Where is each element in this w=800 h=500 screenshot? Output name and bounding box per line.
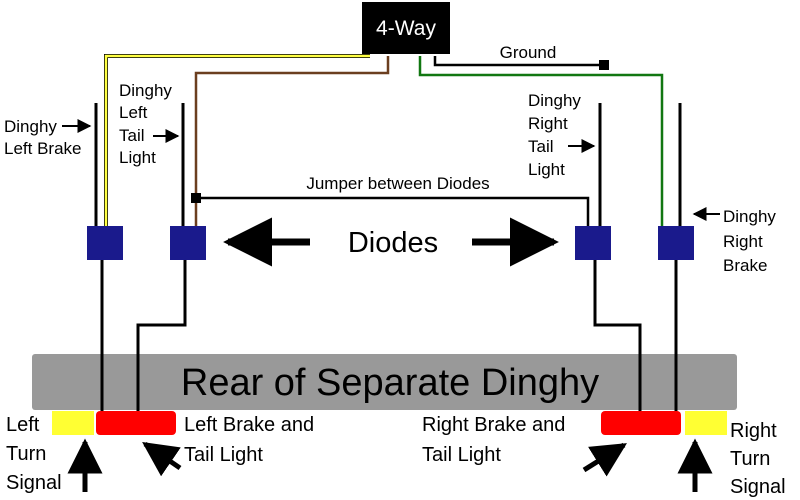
diode <box>575 226 611 260</box>
four-way-label: 4-Way <box>376 17 436 40</box>
arrow-icon <box>582 442 627 477</box>
arrow-icon <box>142 441 182 477</box>
right-brake-tail-label: Right Brake and Tail Light <box>422 414 571 466</box>
left-brake-lamp <box>96 411 176 435</box>
green-wire <box>418 56 664 242</box>
four-way-box <box>362 2 450 54</box>
diodes-label: Diodes <box>348 227 438 259</box>
right-turn-lamp <box>685 411 727 435</box>
left-turn-label: Left Turn Signal <box>6 414 62 494</box>
diode <box>87 226 123 260</box>
dinghy-left-brake-label: Dinghy Left Brake <box>4 117 82 158</box>
dinghy-right-brake-label: Dinghy Right Brake <box>723 207 781 275</box>
ground-terminal <box>599 60 609 70</box>
diode <box>170 226 206 260</box>
ground-wire <box>433 56 604 67</box>
left-brake-tail-label: Left Brake and Tail Light <box>184 414 320 466</box>
dinghy-right-tail-label: Dinghy Right Tail Light <box>528 91 586 179</box>
jumper-label: Jumper between Diodes <box>306 174 489 193</box>
left-turn-lamp <box>52 411 94 435</box>
dinghy-left-tail-label: Dinghy Left Tail Light <box>119 81 177 167</box>
rear-bar <box>32 354 737 410</box>
diode <box>658 226 694 260</box>
jumper-terminal <box>191 193 201 203</box>
right-brake-lamp <box>601 411 681 435</box>
right-turn-label: Right Turn Signal <box>730 420 786 498</box>
rear-bar-label: Rear of Separate Dinghy <box>181 362 599 404</box>
diodes <box>87 226 694 260</box>
brown-wire <box>194 56 390 242</box>
yellow-wire <box>104 54 370 242</box>
ground-label: Ground <box>500 43 557 62</box>
